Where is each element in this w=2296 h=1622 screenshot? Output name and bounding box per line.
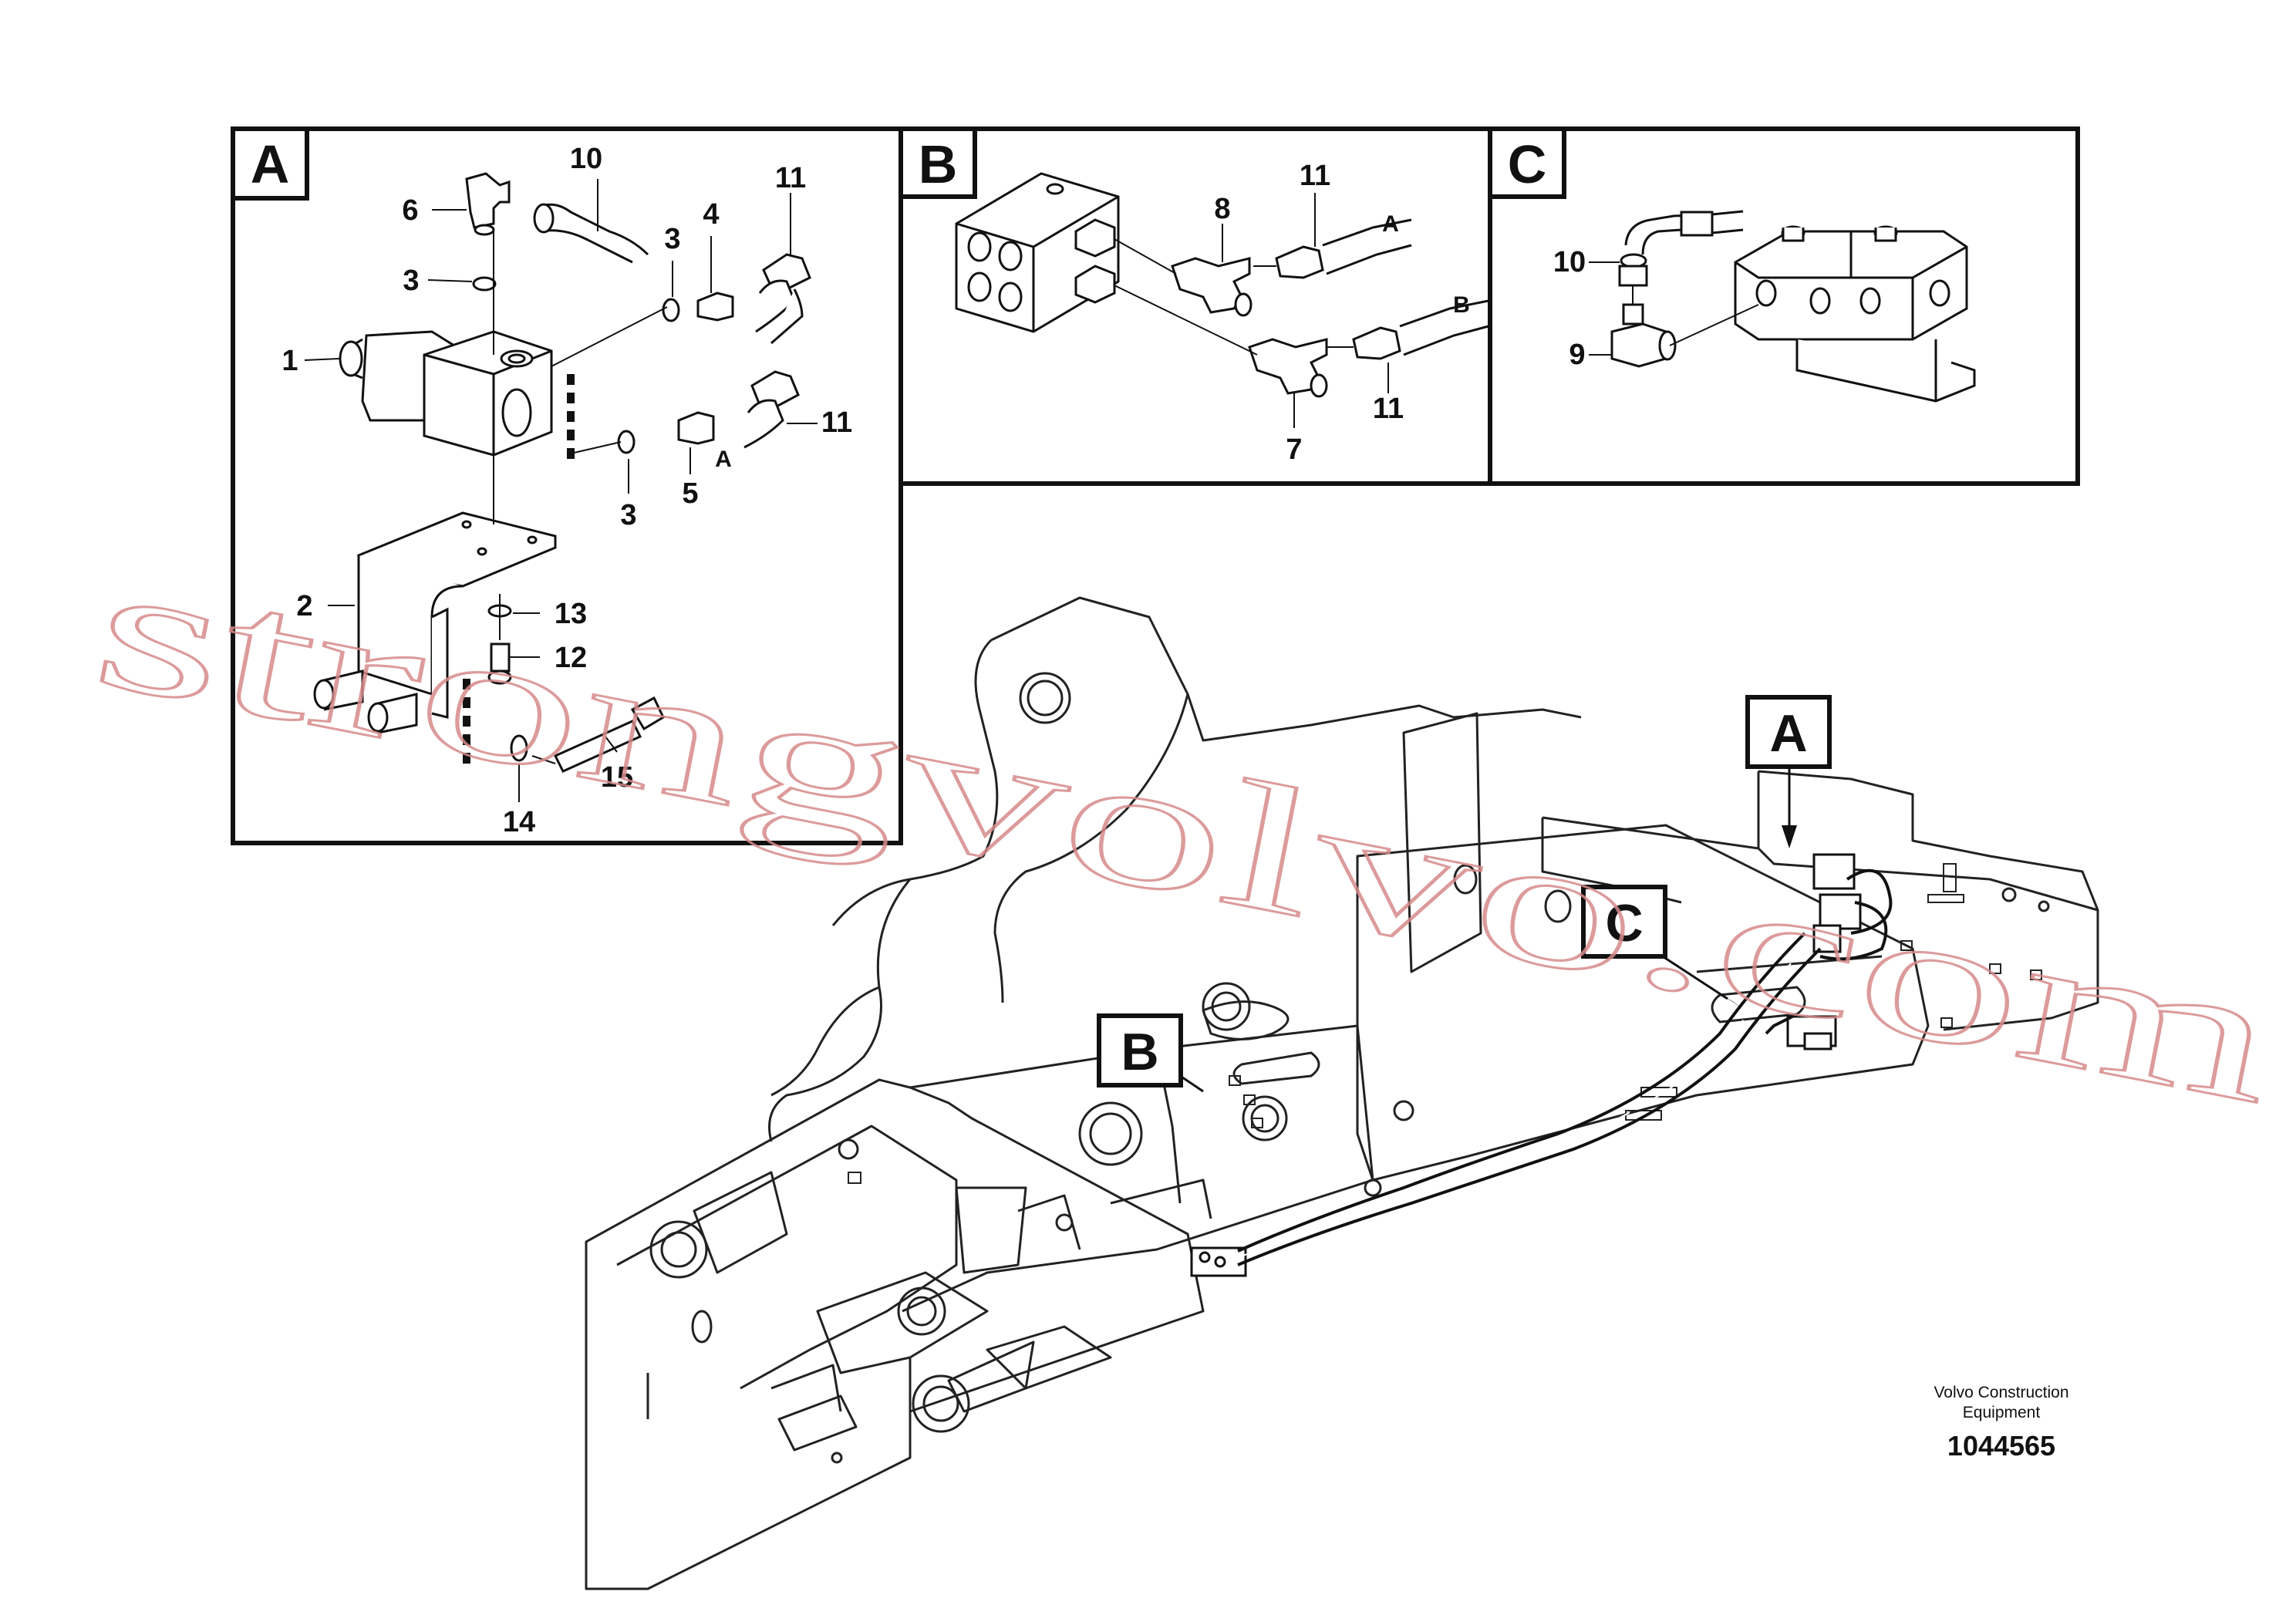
part-label-10: 10 [1553, 246, 1586, 278]
callout-C-label: C [1605, 894, 1643, 953]
callout-arrowheads [1720, 825, 1797, 1009]
part-label-11: 11 [821, 406, 852, 439]
panel-A-fittings [465, 172, 811, 773]
company-name-line1: Volvo Construction [1934, 1384, 2068, 1401]
callout-A-label: A [1769, 704, 1807, 763]
part-label-3: 3 [403, 265, 419, 297]
hose-port-label-A: A [715, 447, 732, 472]
callout-A: A [1745, 695, 1832, 769]
part-label-14: 14 [503, 806, 535, 838]
frame-valve-B [1190, 1246, 1247, 1277]
frame-valve-C [1786, 1015, 1837, 1050]
part-label-1: 1 [282, 345, 298, 377]
solenoid-valve [339, 330, 553, 457]
panel-C-title: C [1508, 134, 1547, 194]
part-label-5: 5 [682, 477, 698, 510]
panel-C-valve-assembly [1610, 210, 1976, 403]
part-label-8: 8 [1214, 193, 1230, 225]
callout-C: C [1581, 885, 1667, 959]
panel-A-centerlines [493, 228, 668, 764]
panel-A-break-bars [463, 374, 575, 764]
panel-A-title: A [251, 134, 290, 194]
part-label-11: 11 [1300, 160, 1330, 192]
part-label-15: 15 [601, 761, 633, 794]
callout-B: B [1097, 1013, 1183, 1088]
panel-C-centerlines [1589, 261, 1759, 356]
panel-A-leaders [304, 179, 818, 802]
detail-panel-B: B [899, 126, 1492, 486]
footer-block: Volvo Construction Equipment 1044565 [1934, 1384, 2068, 1462]
part-label-13: 13 [555, 598, 587, 630]
company-name-line2: Equipment [1963, 1404, 2041, 1421]
hose-port-label-A: A [1382, 211, 1399, 237]
hose-routing [1237, 868, 1893, 1266]
panel-B-centerlines [1114, 193, 1389, 428]
panel-A-labels: 10 6 3 3 4 11 1 11 A 3 5 2 13 12 15 14 [282, 143, 852, 838]
mounting-bracket [313, 511, 557, 734]
part-label-6: 6 [402, 194, 418, 227]
chassis-frame [585, 596, 2099, 1590]
part-label-3: 3 [620, 499, 636, 531]
hose-port-label-B: B [1453, 292, 1470, 318]
drawing-number: 1044565 [1947, 1430, 2055, 1462]
panel-B-manifold [955, 172, 1489, 398]
panel-B-labels: 11 8 A B 11 7 [1214, 160, 1469, 466]
detail-panel-C: C [1488, 126, 2080, 486]
part-label-12: 12 [555, 642, 587, 674]
part-label-10: 10 [570, 143, 602, 175]
part-label-11: 11 [775, 162, 806, 194]
hose-dashes [1237, 940, 1813, 1259]
part-label-2: 2 [296, 590, 312, 622]
frame-valve-A [1812, 853, 1862, 953]
part-label-9: 9 [1569, 339, 1585, 371]
detail-panel-A: A [231, 126, 903, 845]
callout-B-label: B [1121, 1023, 1158, 1081]
panel-C-labels: 10 9 [1553, 246, 1586, 371]
part-label-7: 7 [1286, 433, 1302, 466]
frame-markers [848, 863, 2042, 1184]
part-label-4: 4 [703, 198, 719, 231]
part-label-11: 11 [1373, 393, 1404, 425]
part-label-3: 3 [664, 223, 680, 255]
panel-B-title: B [919, 134, 958, 194]
